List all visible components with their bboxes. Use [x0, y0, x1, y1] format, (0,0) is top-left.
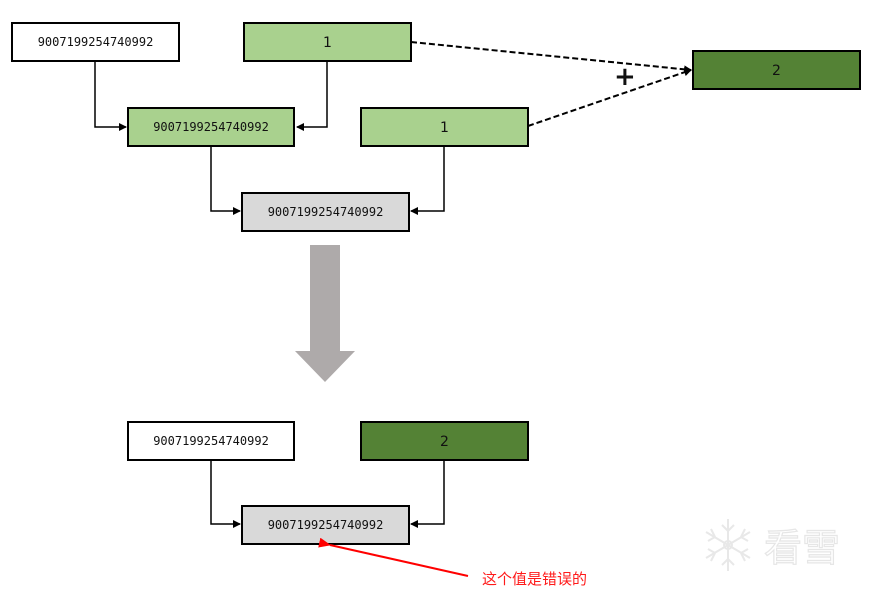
annotation-text: 这个值是错误的 [482, 570, 587, 588]
plus-sign: + [614, 62, 636, 92]
annotation-arrow [318, 537, 469, 577]
node-one-mid-label: 1 [440, 120, 449, 136]
node-a-top-label: 9007199254740992 [38, 35, 154, 49]
connector-one-to-sum [296, 62, 328, 131]
node-one-mid: 1 [360, 107, 529, 147]
node-two-bottom: 2 [360, 421, 529, 461]
node-sum-green: 9007199254740992 [127, 107, 295, 147]
dashed-connector-top-one-to-two [410, 41, 692, 74]
node-two-bottom-label: 2 [440, 434, 449, 450]
node-a-bottom: 9007199254740992 [127, 421, 295, 461]
node-result-gray-bottom: 9007199254740992 [241, 505, 410, 545]
node-two-top: 2 [692, 50, 861, 90]
node-a-bottom-label: 9007199254740992 [153, 434, 269, 448]
node-one-top-label: 1 [323, 35, 332, 51]
transition-arrow-down [295, 245, 355, 382]
connector-bottom-a-to-result [210, 460, 241, 528]
node-two-top-label: 2 [772, 63, 781, 79]
dashed-connector-mid-one-to-two [527, 68, 692, 127]
connector-bottom-two-to-result [410, 460, 445, 528]
watermark-text: 看雪 [764, 526, 840, 570]
snowflake-icon [705, 519, 751, 571]
node-sum-green-label: 9007199254740992 [153, 120, 269, 134]
connector-one-mid-to-result [410, 146, 445, 215]
connector-sum-to-result [210, 146, 241, 215]
node-result-gray-bottom-label: 9007199254740992 [268, 518, 384, 532]
connector-a-to-sum [94, 62, 127, 131]
node-one-top: 1 [243, 22, 412, 62]
node-result-gray-top: 9007199254740992 [241, 192, 410, 232]
node-result-gray-top-label: 9007199254740992 [268, 205, 384, 219]
node-a-top: 9007199254740992 [11, 22, 180, 62]
